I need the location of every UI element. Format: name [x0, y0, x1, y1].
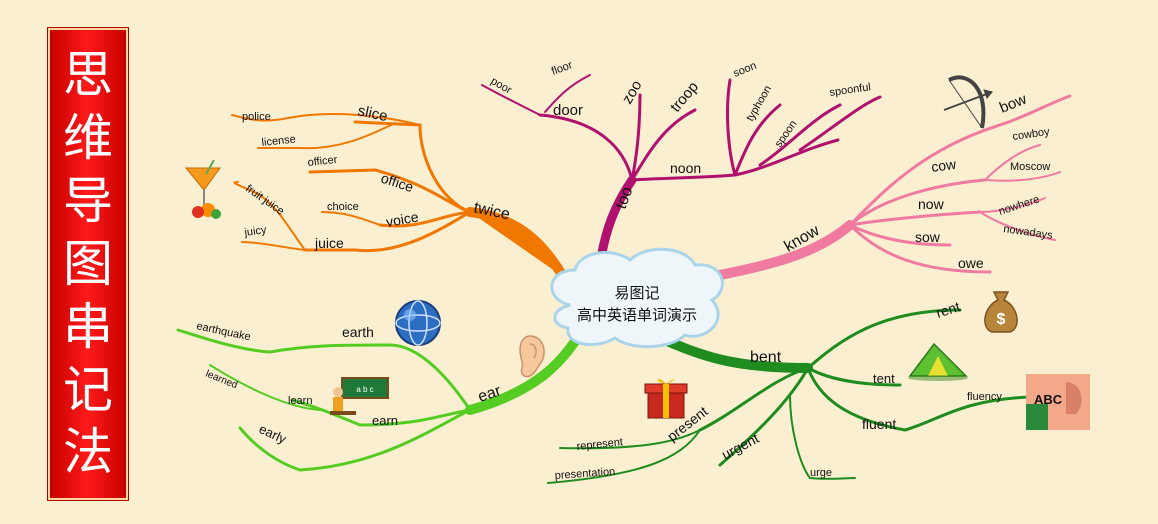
word-soon: soon: [732, 60, 759, 80]
word-license: license: [261, 133, 296, 149]
bow-and-arrow-icon: [943, 75, 993, 129]
word-sow: sow: [915, 229, 941, 245]
title-banner: 思 维 导 图 串 记 法: [48, 28, 128, 500]
tent-icon: [908, 342, 968, 381]
word-spoonful: spoonful: [829, 81, 872, 99]
title-char: 维: [63, 109, 113, 168]
word-door: door: [553, 102, 583, 119]
word-tent: tent: [873, 371, 895, 386]
word-early: early: [257, 421, 289, 447]
svg-text:ABC: ABC: [1034, 392, 1063, 407]
word-choice: choice: [327, 201, 359, 213]
globe-icon: [395, 300, 441, 346]
word-learn: learn: [288, 395, 312, 407]
word-officer: officer: [307, 154, 338, 169]
abc-speaking-icon: ABC: [1026, 374, 1090, 430]
center-subtitle: 高中英语单词演示: [577, 306, 697, 324]
word-twice: twice: [472, 199, 511, 223]
svg-text:a b c: a b c: [356, 385, 373, 394]
word-fruit-juice: fruit juice: [243, 183, 286, 218]
word-troop: troop: [667, 78, 702, 115]
money-bag-icon: $: [984, 291, 1018, 333]
word-nowadays: nowadays: [1003, 223, 1054, 242]
word-earth: earth: [342, 324, 374, 340]
word-voice: voice: [385, 208, 420, 229]
word-zoo: zoo: [619, 78, 646, 107]
word-office: office: [379, 170, 416, 196]
word-nowhere: nowhere: [997, 193, 1041, 217]
word-bent: bent: [750, 349, 782, 366]
word-juice: juice: [314, 235, 344, 251]
word-fluent: fluent: [862, 416, 896, 432]
word-earn: earn: [372, 413, 398, 428]
word-represent: represent: [576, 436, 623, 453]
word-noon: noon: [670, 160, 701, 176]
ear-icon: [519, 335, 545, 378]
branch-twice: [231, 113, 575, 285]
gift-box-icon: [644, 379, 688, 419]
word-cow: cow: [930, 156, 958, 175]
title-char: 串: [63, 297, 113, 356]
word-police: police: [242, 111, 271, 123]
center-cloud: 易图记 高中英语单词演示: [550, 247, 724, 349]
word-moscow: Moscow: [1010, 161, 1050, 173]
teacher-blackboard-icon: a b c: [330, 377, 389, 415]
word-floor: floor: [550, 59, 575, 78]
word-rent: rent: [934, 298, 962, 321]
word-bow: bow: [997, 91, 1029, 117]
word-juicy: juicy: [243, 224, 268, 239]
word-fluency: fluency: [967, 391, 1002, 403]
cocktail-icon: [184, 159, 221, 219]
branch-know: [700, 94, 1072, 283]
title-char: 导: [63, 172, 113, 231]
word-too: too: [613, 185, 637, 212]
word-cowboy: cowboy: [1012, 126, 1051, 143]
title-char: 法: [63, 423, 113, 482]
center-title: 易图记: [614, 284, 659, 302]
word-urgent: urgent: [719, 430, 762, 463]
title-char: 图: [63, 234, 113, 293]
word-ear: ear: [476, 382, 504, 406]
svg-text:$: $: [997, 311, 1006, 328]
word-urge: urge: [810, 467, 832, 479]
word-earthquake: earthquake: [195, 320, 251, 343]
word-owe: owe: [958, 255, 984, 271]
word-typhoon: typhoon: [744, 84, 774, 124]
word-now: now: [918, 196, 945, 212]
word-presentation: presentation: [554, 466, 615, 482]
title-char: 记: [63, 360, 113, 419]
word-slice: slice: [356, 102, 389, 125]
word-poor: poor: [489, 75, 514, 97]
title-char: 思: [63, 46, 113, 105]
